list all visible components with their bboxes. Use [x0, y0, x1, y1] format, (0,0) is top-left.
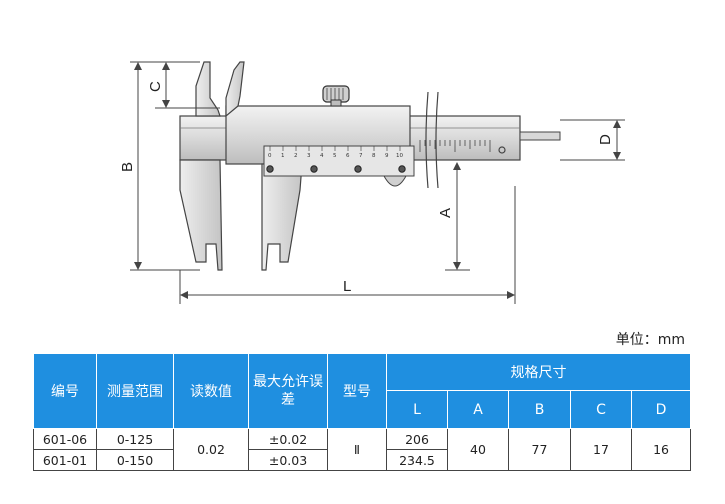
caliper-diagram: 0 1 2 3 4 5 6 7 8 9 10	[119, 61, 625, 304]
table-row: 601-01 0-150 ±0.03 234.5	[33, 449, 691, 471]
movable-outside-jaw	[261, 163, 303, 271]
svg-text:3: 3	[307, 153, 311, 159]
cell-d: 16	[630, 428, 692, 471]
svg-text:8: 8	[372, 153, 376, 159]
fixed-inside-jaw	[195, 61, 221, 117]
header-l: L	[386, 390, 448, 429]
cell-code: 601-06	[33, 428, 97, 450]
movable-inside-jaw	[225, 61, 245, 118]
cell-l: 234.5	[386, 449, 448, 471]
header-a: A	[447, 390, 509, 429]
dimension-lines	[130, 61, 625, 304]
cell-l: 206	[386, 428, 448, 450]
dim-label-c: C	[147, 81, 164, 92]
svg-text:6: 6	[346, 153, 350, 159]
header-range: 测量范围	[96, 354, 174, 429]
dim-label-b: B	[119, 162, 136, 172]
cell-model: Ⅱ	[327, 428, 387, 471]
dimension-arrows	[134, 62, 621, 299]
cell-code: 601-01	[33, 449, 97, 471]
svg-text:9: 9	[385, 153, 389, 159]
cell-b: 77	[508, 428, 571, 471]
header-max-error: 最大允许误差	[248, 354, 328, 429]
header-reading: 读数值	[173, 354, 249, 429]
unit-label: 单位：mm	[615, 332, 685, 348]
cell-range: 0-125	[96, 428, 174, 450]
svg-text:7: 7	[359, 153, 363, 159]
svg-text:2: 2	[294, 153, 298, 159]
cell-reading: 0.02	[173, 428, 249, 471]
thumb-roller	[383, 175, 407, 187]
svg-text:10: 10	[396, 153, 403, 159]
svg-text:4: 4	[320, 153, 324, 159]
cell-error: ±0.03	[248, 449, 328, 471]
table-row: 601-06 0-125 0.02 ±0.02 Ⅱ 206 40 77 17 1…	[33, 428, 692, 471]
header-c: C	[570, 390, 632, 429]
header-code: 编号	[33, 354, 97, 429]
svg-text:0: 0	[268, 153, 272, 159]
dim-label-a: A	[437, 208, 454, 218]
dim-label-l: L	[343, 278, 351, 295]
vernier-screws	[266, 165, 406, 173]
dim-label-d: D	[597, 134, 614, 145]
cell-a: 40	[447, 428, 509, 471]
fixed-outside-jaw	[179, 159, 223, 271]
depth-rod	[519, 131, 561, 141]
cell-c: 17	[570, 428, 632, 471]
header-spec: 规格尺寸	[385, 354, 692, 391]
vernier-plate	[263, 145, 415, 177]
vernier-scale-numbers: 0 1 2 3 4 5 6 7 8 9 10	[268, 153, 403, 159]
spec-table: 编号 测量范围 读数值 最大允许误差 型号 规格尺寸 L A B C D 601…	[33, 354, 692, 471]
cell-range: 0-150	[96, 449, 174, 471]
header-model: 型号	[327, 354, 387, 429]
svg-text:5: 5	[333, 153, 337, 159]
header-d: D	[630, 390, 692, 429]
svg-text:1: 1	[281, 153, 285, 159]
cell-error: ±0.02	[248, 428, 328, 450]
header-b: B	[508, 390, 571, 429]
